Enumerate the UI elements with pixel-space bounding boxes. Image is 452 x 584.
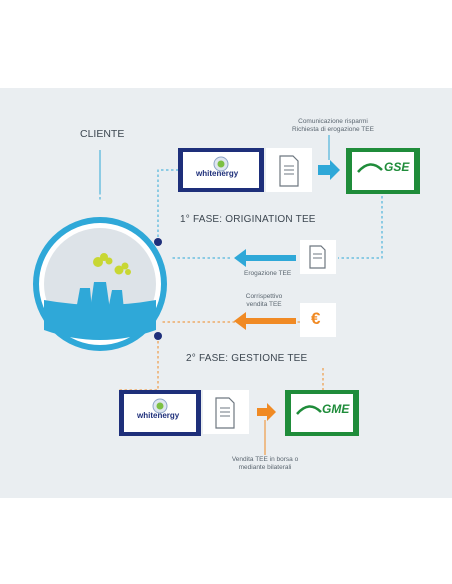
orange-connector-left (119, 336, 159, 395)
whitenergy-logo-top: whitenergy (196, 169, 239, 178)
vendita-note: Vendita TEE in borsa o mediante bilatera… (228, 456, 302, 472)
euro-box (300, 303, 336, 337)
phase2-label: 2° FASE: GESTIONE TEE (186, 353, 308, 364)
vendita-line-2: mediante bilaterali (238, 464, 292, 471)
corrispettivo-note: Corrispettivo vendita TEE (234, 293, 294, 309)
whitenergy-logo-bottom: whitenergy (137, 411, 180, 420)
erogazione-label: Erogazione TEE (244, 270, 292, 277)
corrispettivo-line-1: Corrispettivo (245, 293, 283, 300)
client-node-bottom (154, 332, 162, 340)
vendita-line-1: Vendita TEE in borsa o (231, 456, 299, 463)
document-icon-top (266, 148, 312, 192)
factory-icon (68, 282, 132, 326)
gme-box (285, 390, 359, 436)
arrow-erogazione (234, 249, 296, 267)
gse-note: Comunicazione risparmi Richiesta di erog… (268, 118, 398, 134)
euro-icon: € (311, 309, 321, 328)
smoke-icon (93, 253, 131, 275)
teal-connector-gse (338, 196, 383, 259)
whitenergy-box-bottom (119, 390, 201, 436)
phase1-label: 1° FASE: ORIGINATION TEE (180, 214, 316, 225)
client-label: CLIENTE (80, 128, 125, 140)
arrow-to-gme (257, 403, 276, 421)
gse-note-line-1: Comunicazione risparmi (298, 118, 368, 125)
arrow-corrispettivo (234, 312, 296, 330)
whitenergy-box-top (178, 148, 264, 192)
arrow-to-gse (318, 160, 340, 180)
gse-note-line-2: Richiesta di erogazione TEE (292, 126, 374, 133)
document-icon-erogazione (300, 240, 336, 274)
client-node-top (154, 238, 162, 246)
corrispettivo-line-2: vendita TEE (246, 301, 282, 308)
gse-box (346, 148, 420, 194)
gse-logo: GSE (384, 160, 410, 174)
client-circle (33, 217, 167, 351)
gme-logo: GME (322, 402, 350, 416)
document-icon-bottom (203, 390, 249, 434)
